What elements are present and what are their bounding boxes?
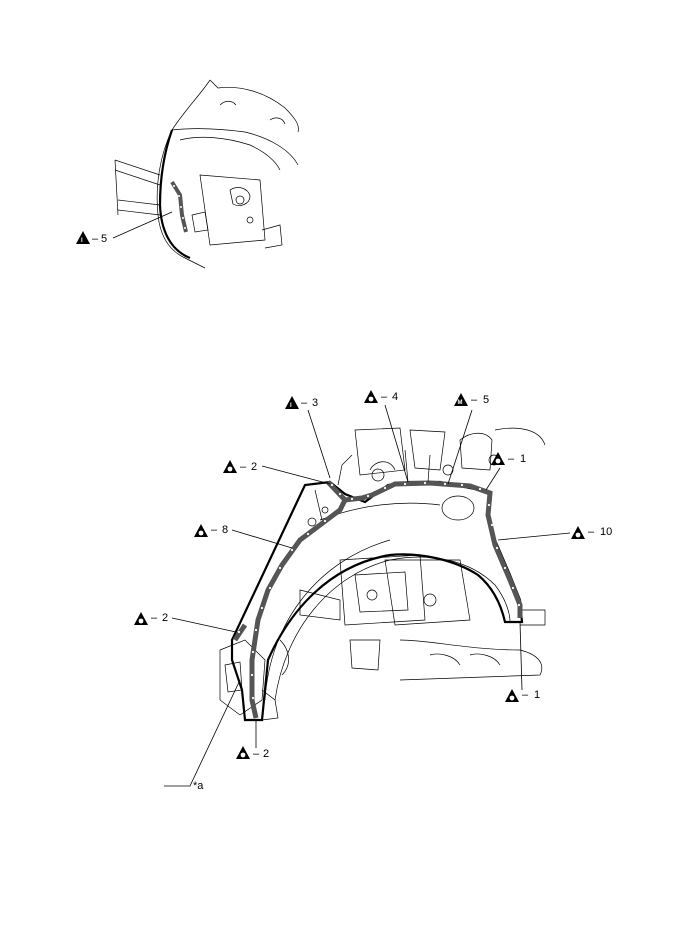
callout-i3: I – 3 — [285, 396, 331, 479]
callout-top-i5: I – 5 — [76, 211, 173, 245]
callout-o2-top: – 2 — [223, 460, 331, 485]
main-wheelhouse-view: I – 3 – 4 M – 5 – 1 – — [134, 390, 612, 792]
callout-o1-bottom: – 1 — [505, 621, 540, 702]
svg-text:3: 3 — [312, 397, 318, 409]
callout-o2-bottom: – 2 — [236, 720, 269, 760]
svg-text:*a: *a — [193, 780, 204, 792]
svg-text:I: I — [81, 238, 83, 244]
svg-text:2: 2 — [251, 461, 257, 473]
svg-text:–: – — [588, 526, 595, 538]
callout-o2-left: – 2 — [134, 612, 237, 633]
upper-detail-view: I – 5 — [76, 79, 299, 269]
svg-text:M: M — [458, 400, 463, 406]
callout-o1-top: – 1 — [485, 452, 526, 491]
svg-text:1: 1 — [534, 689, 540, 701]
callout-o8: – 8 — [194, 524, 293, 549]
svg-text:1: 1 — [520, 453, 526, 465]
svg-text:–: – — [151, 612, 158, 624]
svg-text:I: I — [290, 403, 292, 409]
svg-text:2: 2 — [263, 748, 269, 760]
svg-text:5: 5 — [483, 394, 489, 406]
warning-triangle-icon — [571, 526, 585, 539]
svg-text:–: – — [522, 689, 529, 701]
svg-text:5: 5 — [101, 233, 107, 245]
svg-text:–: – — [253, 748, 260, 760]
svg-text:–: – — [211, 524, 218, 536]
warning-triangle-icon — [223, 460, 237, 473]
svg-text:–: – — [92, 233, 99, 245]
warning-triangle-icon — [505, 689, 519, 702]
warning-triangle-icon — [76, 231, 90, 244]
warning-triangle-icon — [134, 612, 148, 625]
callout-m5: M – 5 — [447, 393, 489, 485]
svg-text:10: 10 — [600, 526, 612, 538]
reference-label-a: *a — [164, 679, 241, 792]
warning-triangle-icon — [285, 396, 299, 409]
svg-text:–: – — [381, 391, 388, 403]
warning-triangle-icon — [491, 452, 505, 465]
svg-text:–: – — [508, 453, 515, 465]
svg-text:4: 4 — [392, 391, 398, 403]
warning-triangle-icon — [454, 393, 468, 406]
svg-text:8: 8 — [222, 524, 228, 536]
warning-triangle-icon — [194, 524, 208, 537]
svg-text:2: 2 — [162, 612, 168, 624]
callout-o4: – 4 — [364, 390, 409, 483]
svg-text:–: – — [301, 397, 308, 409]
svg-text:–: – — [471, 394, 478, 406]
callout-o10: – 10 — [497, 526, 612, 541]
svg-text:–: – — [240, 461, 247, 473]
warning-triangle-icon — [364, 390, 378, 403]
warning-triangle-icon — [236, 746, 250, 759]
